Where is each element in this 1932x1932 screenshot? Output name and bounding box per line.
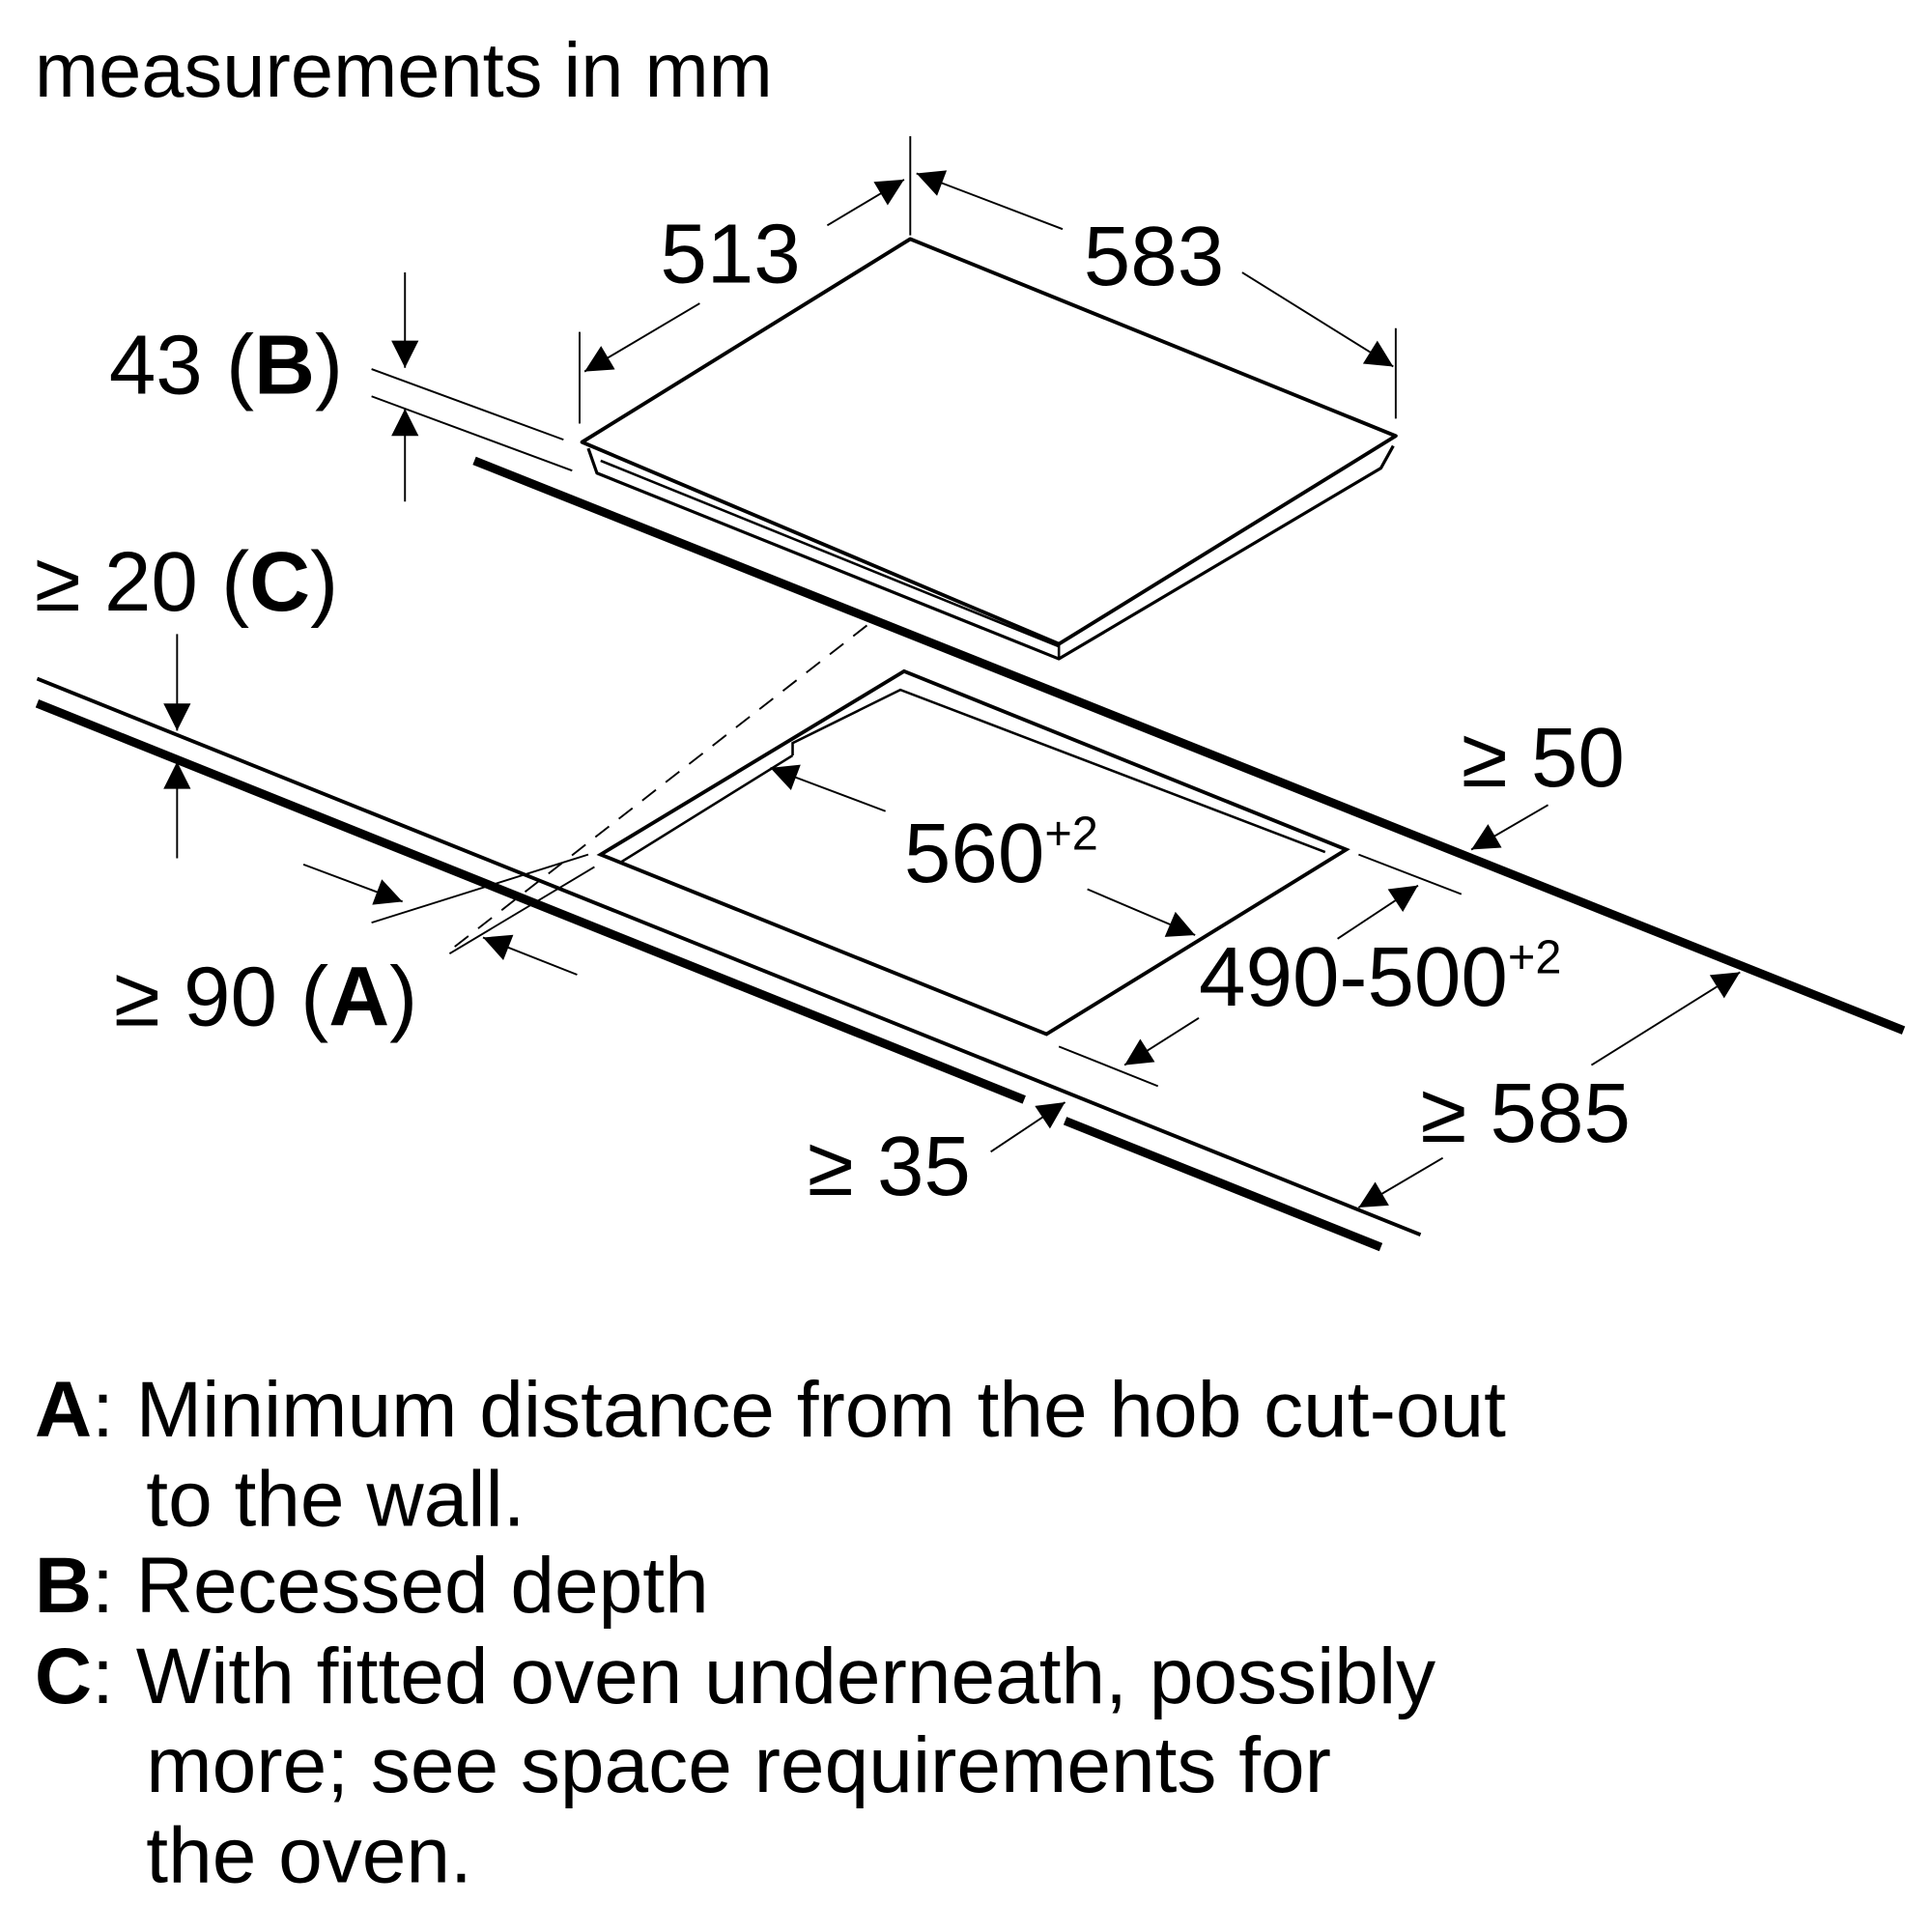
legend-text: more; see space requirements for	[146, 1721, 1331, 1809]
legend-item-a: A: Minimum distance from the hob cut-out	[35, 1366, 1506, 1454]
wall-gap-ref: A	[328, 951, 389, 1044]
cutout-depth-value: 490-500	[1199, 930, 1508, 1024]
title: measurements in mm	[35, 27, 773, 113]
recess-label: 43 (B)	[109, 319, 343, 412]
worktop-depth-label: ≥ 585	[1421, 1066, 1631, 1160]
wall-gap-value: ≥ 90	[114, 951, 277, 1044]
cutout-width-value: 560	[904, 807, 1044, 900]
hob-top	[580, 237, 1398, 646]
cutout-depth-label: 490-500+2	[1199, 930, 1561, 1024]
cutout-depth-tolerance: +2	[1508, 932, 1562, 984]
recess-value: 43	[109, 319, 203, 412]
hob	[580, 237, 1398, 661]
recess-ref: B	[254, 319, 315, 412]
cutout-width-tolerance: +2	[1044, 808, 1098, 860]
cutout	[444, 624, 1350, 1037]
oven-gap-value: ≥ 20	[35, 535, 198, 629]
legend-item-b: B: Recessed depth	[35, 1542, 709, 1630]
legend-text: With fitted oven underneath, possibly	[136, 1633, 1435, 1720]
cutout-width-label: 560+2	[904, 807, 1098, 900]
legend-text: to the wall.	[146, 1455, 525, 1543]
legend-item-c: C: With fitted oven underneath, possibly	[35, 1633, 1435, 1720]
legend-text: Minimum distance from the hob cut-out	[136, 1366, 1506, 1454]
legend: A: Minimum distance from the hob cut-out…	[35, 1366, 1506, 1900]
legend-key-c: C	[35, 1633, 92, 1720]
width-label: 583	[1084, 210, 1224, 303]
legend-text: the oven.	[146, 1812, 472, 1900]
oven-gap-label: ≥ 20 (C)	[35, 535, 338, 629]
hob-base	[600, 459, 1061, 660]
legend-text: Recessed depth	[136, 1542, 709, 1630]
oven-gap-ref: C	[249, 535, 310, 629]
worktop-front	[35, 676, 1422, 1252]
depth-label: 513	[660, 207, 800, 300]
front-gap-label: ≥ 35	[808, 1120, 971, 1213]
legend-key-b: B	[35, 1542, 92, 1630]
legend-key-a: A	[35, 1366, 92, 1454]
wall-gap-label: ≥ 90 (A)	[114, 951, 417, 1044]
rear-gap-label: ≥ 50	[1462, 711, 1625, 805]
dimension-lines	[163, 136, 1741, 1208]
